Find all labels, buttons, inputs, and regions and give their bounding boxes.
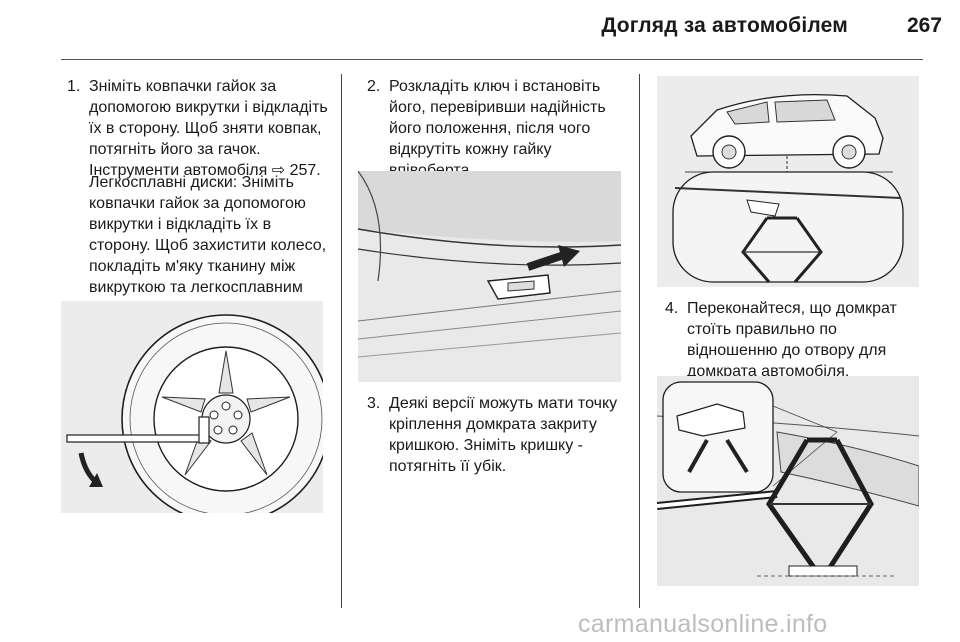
header-divider <box>61 59 923 60</box>
page-number: 267 <box>906 14 942 37</box>
page-title: Догляд за автомобілем <box>601 14 848 37</box>
step-4-text: Переконайтеся, що домкрат стоїть правиль… <box>687 300 897 380</box>
step-1: 1. Зніміть ковпачки гайок за допомогою в… <box>67 76 329 181</box>
step-2-number: 2. <box>367 78 381 95</box>
jack-point-figure <box>358 171 621 382</box>
jack-alignment-figure <box>657 376 919 586</box>
car-on-jack-figure <box>657 76 919 287</box>
wheel-cap-removal-figure <box>61 301 323 513</box>
step-3-text: Деякі версії можуть мати точку кріплення… <box>389 395 618 475</box>
step-2-text: Розкладіть ключ і встановіть його, перев… <box>389 78 606 179</box>
step-1-number: 1. <box>67 78 81 95</box>
step-4-number: 4. <box>665 300 679 317</box>
step-1-text: Зніміть ковпачки гайок за допомогою викр… <box>89 78 328 179</box>
column-divider-left <box>341 74 342 608</box>
watermark: carmanualsonline.info <box>578 610 828 638</box>
column-divider-right <box>639 74 640 608</box>
step-2: 2. Розкладіть ключ і встановіть його, пе… <box>367 76 617 181</box>
step-4: 4. Переконайтеся, що домкрат стоїть прав… <box>665 298 919 382</box>
step-3: 3. Деякі версії можуть мати точку кріпле… <box>367 393 625 477</box>
step-3-number: 3. <box>367 395 381 412</box>
alloy-wheel-note: Легкосплавні диски: Зніміть ковпачки гай… <box>89 174 327 317</box>
